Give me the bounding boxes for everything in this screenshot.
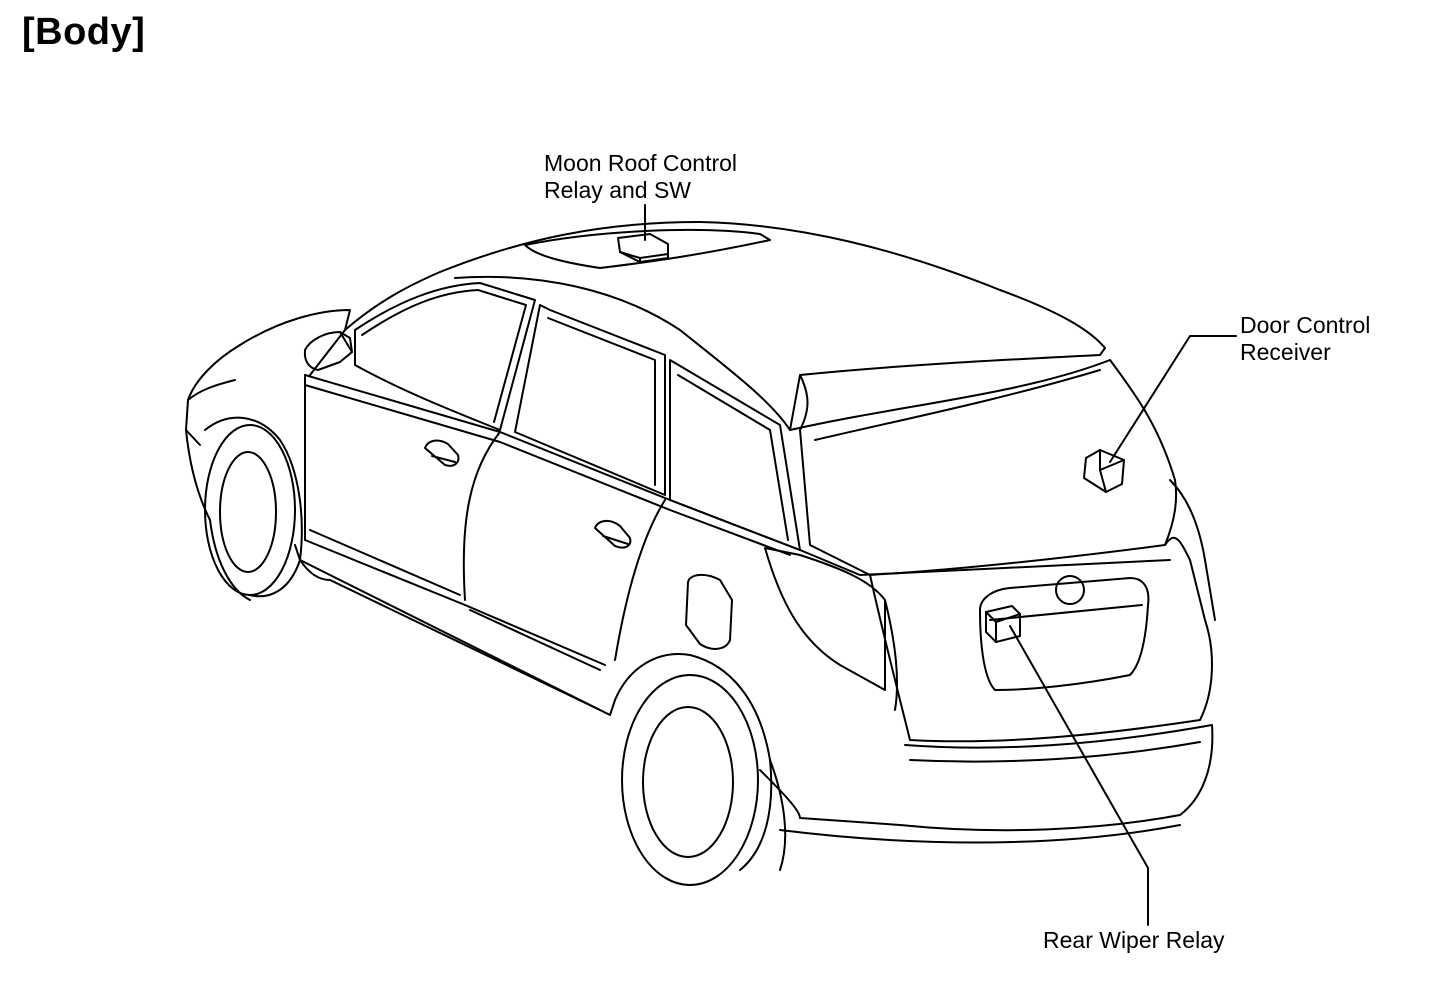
rear-wheel [614,653,787,886]
fuel-door [685,574,733,650]
front-wheel [204,416,303,601]
rocker-panel [294,544,616,716]
side-mirror [303,331,353,371]
rear-wiper-relay-label: Rear Wiper Relay [1043,927,1225,954]
leader-line-rear-wiper [1009,625,1149,926]
label-line: Relay and SW [544,177,692,203]
rear-hatch [869,479,1216,743]
page-title: [Body] [22,11,146,53]
leader-lines [644,204,1237,926]
roof-panel [344,221,1111,431]
side-doors [304,374,801,671]
rear-wiper-relay-box [985,605,1021,643]
moon-roof-panel [524,228,771,269]
door-control-receiver-label: Door Control Receiver [1240,312,1370,366]
label-line: Moon Roof Control [544,150,738,176]
rear-bumper [759,724,1214,844]
door-handles [424,439,632,549]
door-control-receiver-box [1083,449,1125,493]
leader-line-door-control [1109,335,1237,463]
label-line: Door Control [1240,312,1371,338]
rear-quarter [764,547,1171,711]
label-line: Rear Wiper Relay [1043,927,1225,953]
front-body [185,309,351,521]
label-line: Receiver [1240,339,1331,365]
side-windows [354,282,801,551]
rear-glass [799,359,1178,576]
moon-roof-control-relay-label: Moon Roof Control Relay and SW [544,150,737,204]
